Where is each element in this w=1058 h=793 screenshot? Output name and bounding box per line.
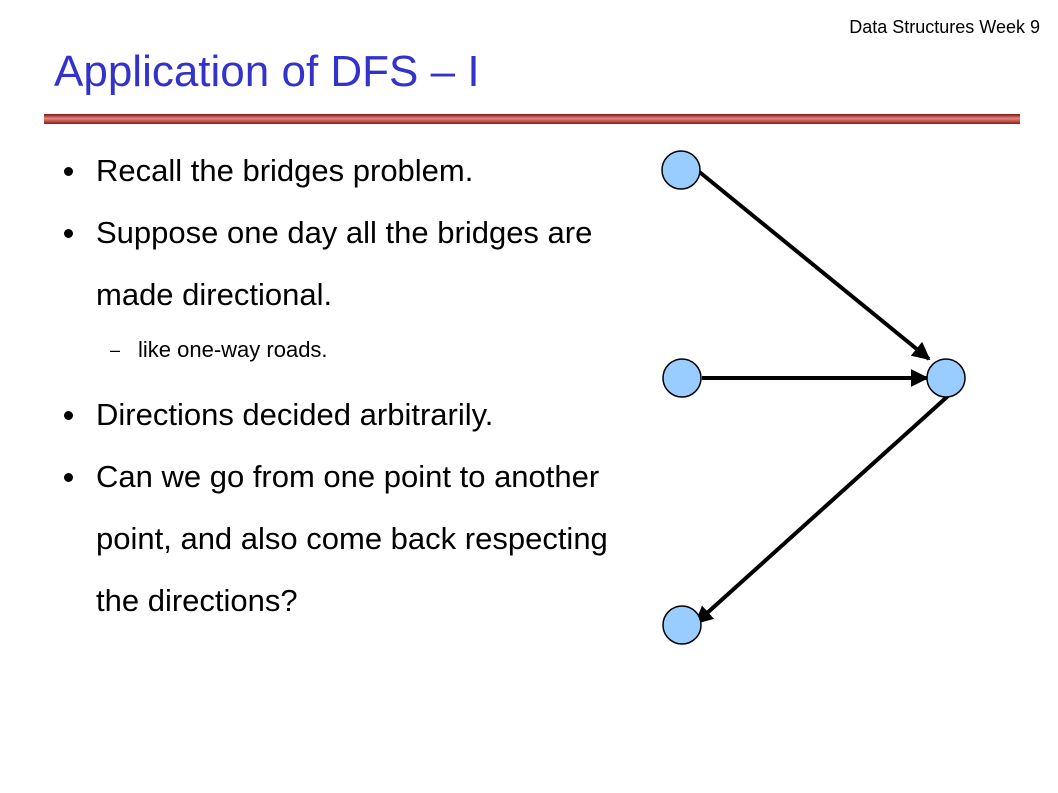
bullet-item: Suppose one day all the bridges are made… [62, 202, 642, 326]
bullet-item: Directions decided arbitrarily. [62, 384, 642, 446]
bullet-dot-icon [64, 411, 73, 420]
node-middle-left [662, 358, 702, 398]
slide-title: Application of DFS – I [54, 47, 480, 96]
sub-bullet-text: like one-way roads. [138, 337, 328, 362]
sub-bullet-dash-icon: – [110, 340, 121, 360]
node-right [926, 358, 966, 398]
bullet-text: Can we go from one point to another poin… [96, 459, 608, 618]
bullet-dot-icon [64, 229, 73, 238]
bullet-text: Suppose one day all the bridges are made… [96, 215, 593, 312]
node-bottom-left [662, 605, 702, 645]
bullet-dot-icon [64, 167, 73, 176]
sub-bullet-item: – like one-way roads. [62, 328, 642, 372]
bullet-text: Directions decided arbitrarily. [96, 397, 494, 432]
course-week-label: Data Structures Week 9 [849, 17, 1040, 37]
bullet-item: Recall the bridges problem. [62, 140, 642, 202]
edge-right-to-bottom-left [694, 394, 950, 625]
edge-top-left-to-right [695, 168, 931, 361]
title-divider [44, 114, 1020, 124]
bullet-item: Can we go from one point to another poin… [62, 446, 642, 632]
bullet-text: Recall the bridges problem. [96, 153, 474, 188]
bullet-list: Recall the bridges problem. Suppose one … [62, 140, 642, 632]
node-top-left [661, 150, 701, 190]
bullet-dot-icon [64, 473, 73, 482]
